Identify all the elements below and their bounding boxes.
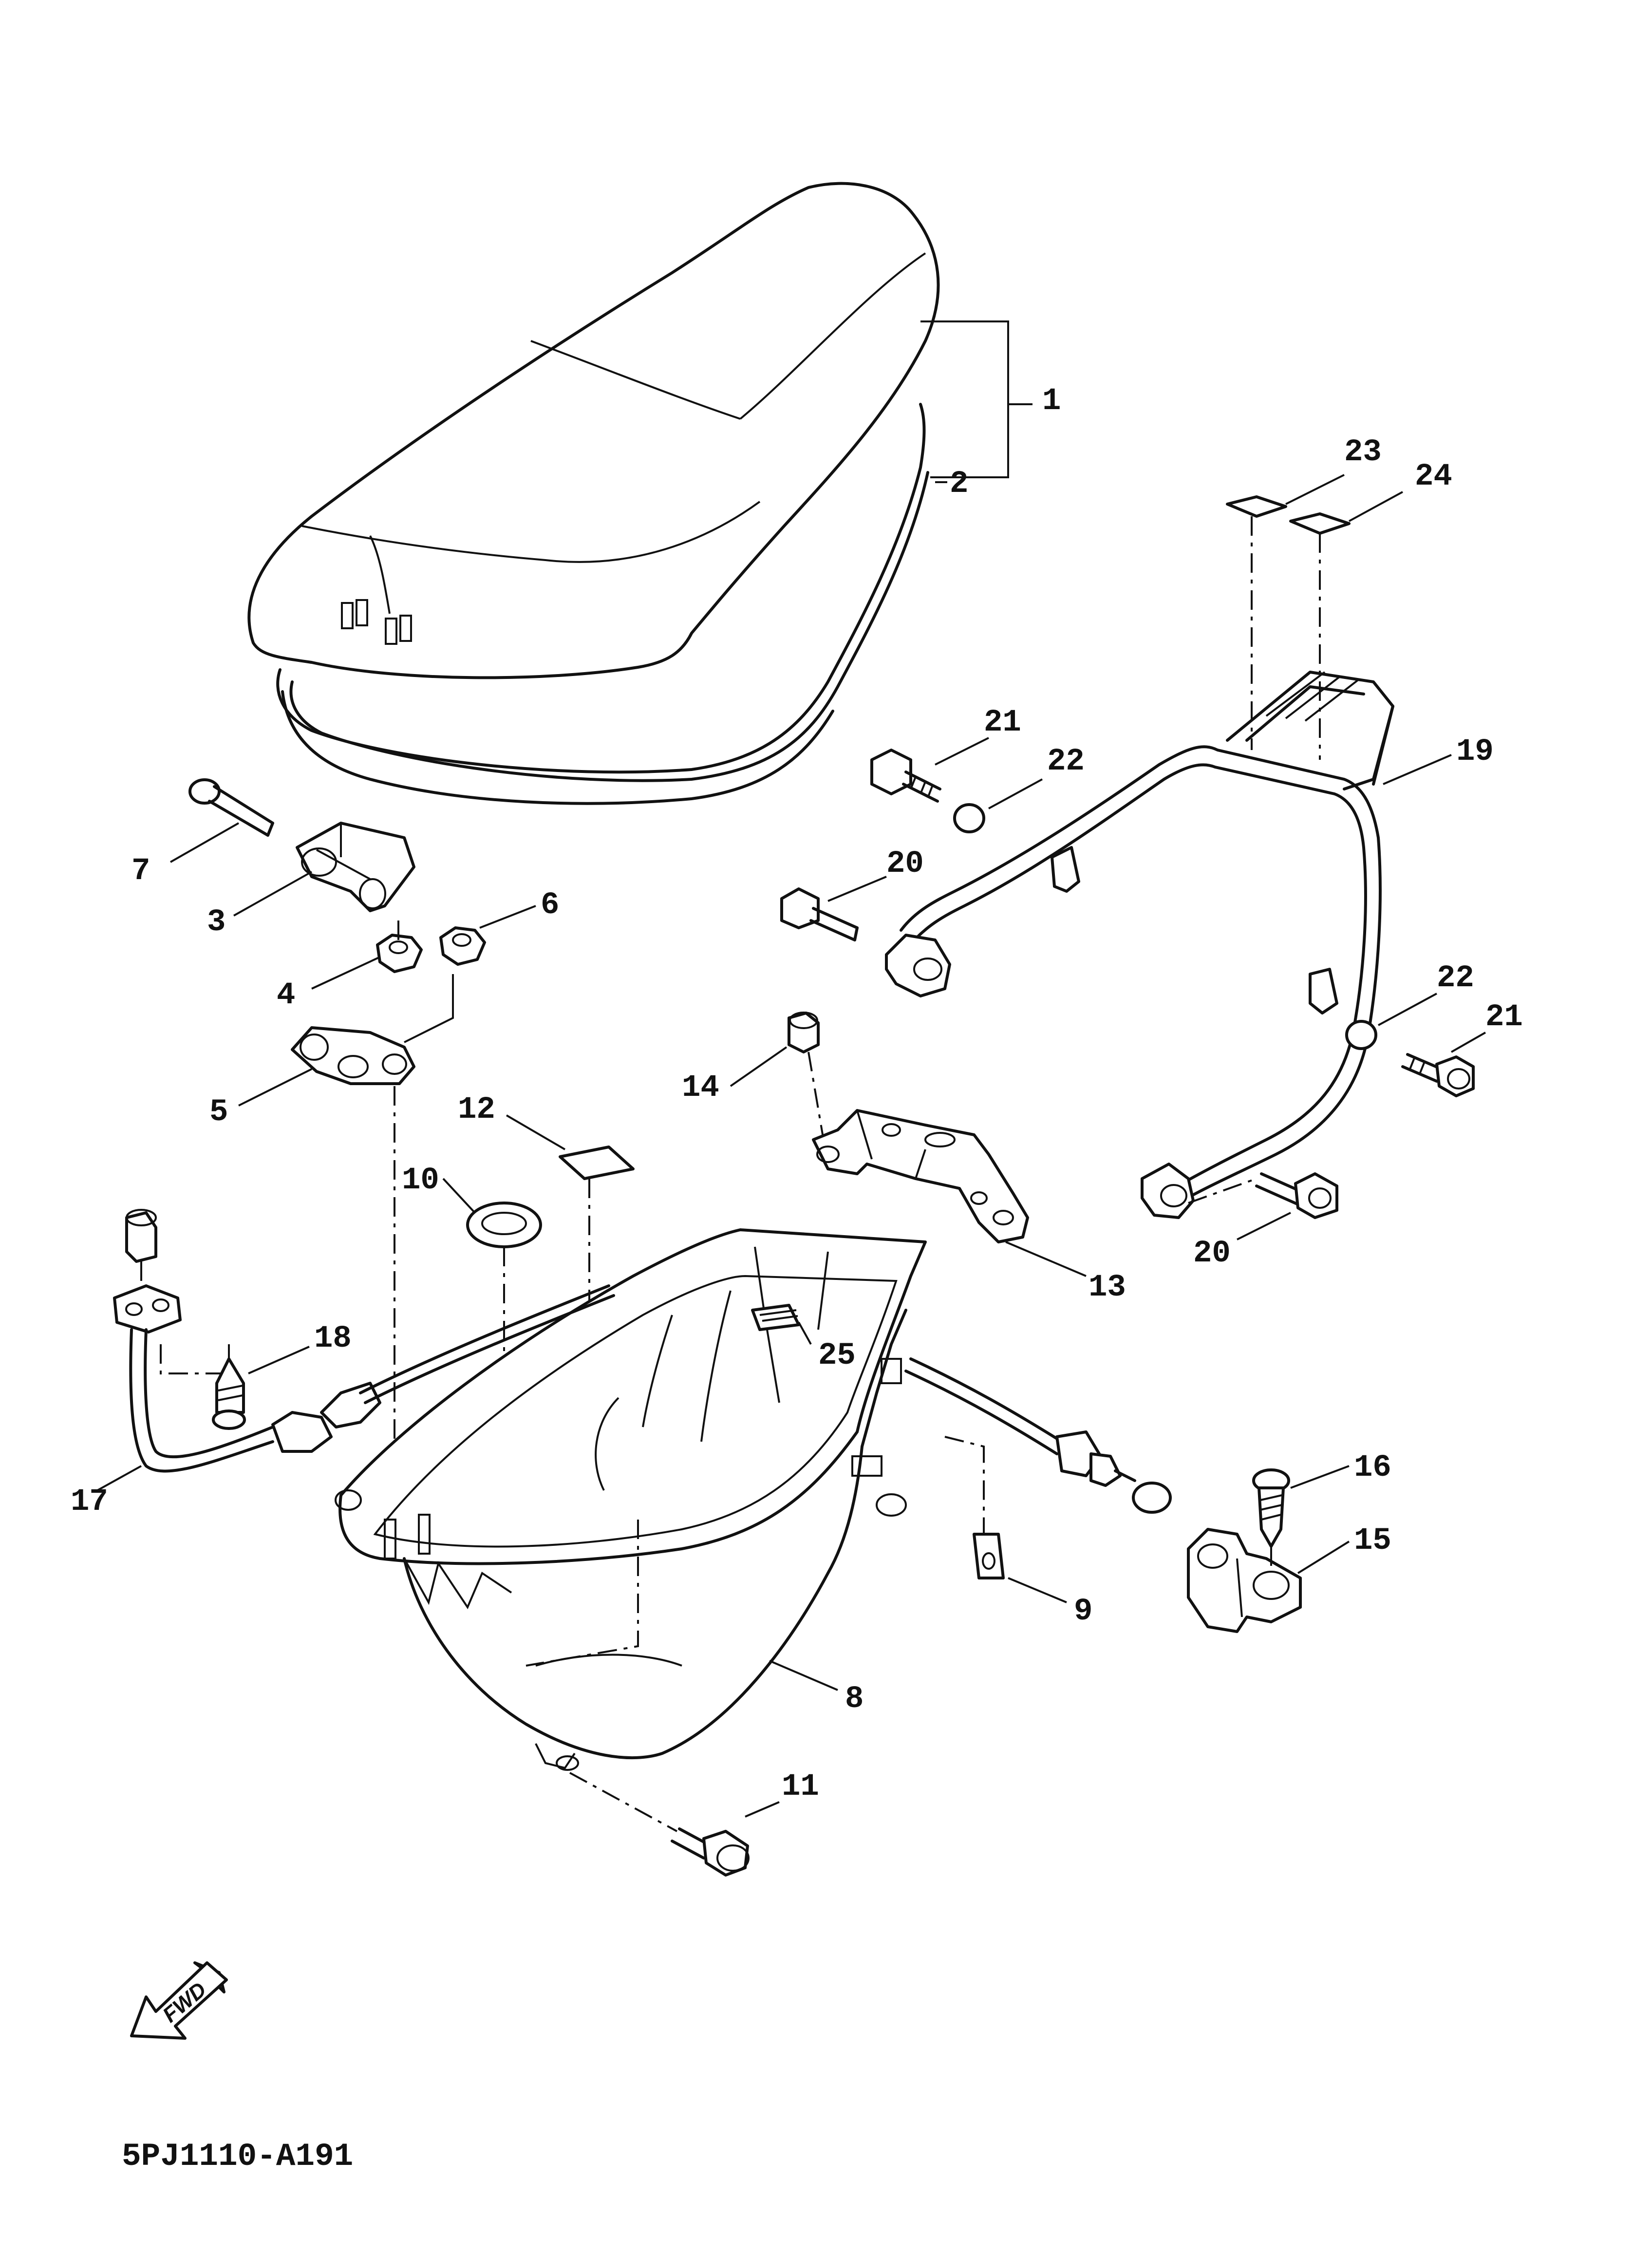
callout-4: 4 [277, 978, 295, 1013]
callout-13: 13 [1089, 1270, 1126, 1305]
callout-21-lower: 21 [1485, 1000, 1523, 1035]
label-25 [751, 1304, 800, 1331]
callout-20-lower: 20 [1193, 1236, 1231, 1271]
bracket-13 [812, 1109, 1029, 1243]
bolt-21-lower [1401, 1053, 1475, 1097]
callout-14: 14 [682, 1071, 719, 1106]
callout-16: 16 [1354, 1450, 1391, 1485]
callout-8: 8 [845, 1682, 864, 1717]
callout-7: 7 [131, 854, 150, 889]
callout-5: 5 [209, 1095, 228, 1130]
diagram-code: 5PJ1110-A191 [122, 2138, 353, 2175]
collar-14 [788, 1012, 820, 1053]
bolt-20-upper [780, 887, 859, 941]
seat-lock-cable-17 [113, 1209, 615, 1473]
hinge-bracket-upper [296, 822, 415, 912]
callout-9: 9 [1074, 1594, 1092, 1629]
pad-12 [559, 1146, 635, 1180]
callout-3: 3 [207, 905, 225, 940]
callout-11: 11 [782, 1769, 819, 1804]
callout-22-lower: 22 [1437, 961, 1474, 996]
screw-18 [212, 1357, 246, 1430]
seat-stud-bolts [341, 599, 412, 645]
seat-base [276, 403, 929, 805]
hinge-pin [188, 778, 274, 837]
callout-17: 17 [71, 1485, 108, 1520]
hinge-bracket-lower [291, 1026, 415, 1085]
callout-24: 24 [1415, 459, 1452, 494]
label-24 [1289, 512, 1351, 535]
callout-12: 12 [458, 1092, 495, 1128]
grab-bar-19 [885, 671, 1394, 1219]
seat [247, 182, 940, 679]
callout-6: 6 [541, 888, 559, 923]
callout-1: 1 [1042, 384, 1061, 419]
callout-10: 10 [402, 1163, 439, 1198]
nut-4 [376, 934, 423, 973]
nut-6 [439, 926, 486, 966]
callout-25: 25 [818, 1338, 856, 1373]
seat-lock-cable-right [904, 1357, 1172, 1514]
callout-21-upper: 21 [984, 705, 1021, 740]
bolt-21-upper [870, 749, 941, 803]
callout-15: 15 [1354, 1523, 1391, 1559]
callout-23: 23 [1344, 435, 1382, 470]
clip-9 [973, 1533, 1005, 1579]
label-23 [1226, 495, 1287, 518]
screw-16 [1252, 1468, 1290, 1548]
washer-22-upper [953, 803, 985, 833]
washer-22-lower [1345, 1020, 1377, 1050]
seat-lock-15 [1187, 1528, 1302, 1633]
bolt-20-lower [1255, 1172, 1338, 1219]
callout-22-upper: 22 [1047, 744, 1085, 779]
callout-20-upper: 20 [886, 846, 924, 882]
box-stud-bolts [335, 1489, 431, 1560]
callout-18: 18 [314, 1321, 352, 1356]
callout-19: 19 [1456, 734, 1494, 770]
bolt-11 [671, 1827, 750, 1877]
callout-2: 2 [950, 467, 968, 502]
fwd-arrow-icon: FWD [130, 1961, 228, 2040]
grommet-10 [466, 1202, 542, 1248]
